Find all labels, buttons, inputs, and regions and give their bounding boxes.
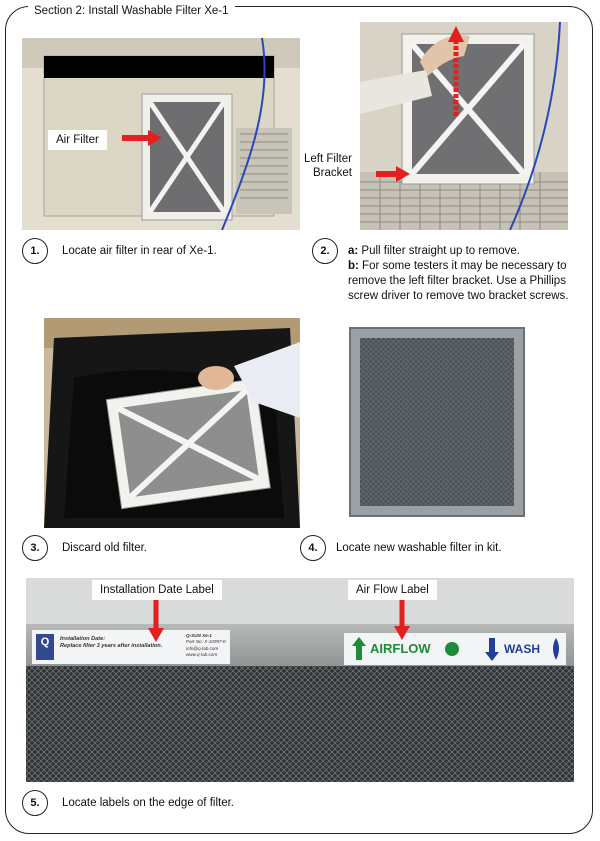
photo-labels-illustration: [26, 578, 574, 782]
page-frame: Section 2: Install Washable Filter Xe-1: [5, 5, 593, 834]
label-airflow: AIRFLOW: [370, 641, 431, 656]
label-replace-text: Replace filter 3 years after installatio…: [60, 643, 163, 649]
step-5-number: 5.: [22, 790, 48, 816]
step-1-number: 1.: [22, 238, 48, 264]
step-1-text: Locate air filter in rear of Xe-1.: [62, 245, 217, 257]
step-2-a-prefix: a:: [348, 245, 359, 257]
callout-left-filter-line2: Bracket: [312, 167, 352, 179]
photo-discard-filter: [44, 318, 300, 528]
step-5-text: Locate labels on the edge of filter.: [62, 797, 234, 809]
step-4-number: 4.: [300, 535, 326, 561]
installation-date-text: Installation Date: Replace filter 3 year…: [60, 636, 180, 650]
label-product: Q-SUN Xe-1: [186, 633, 212, 638]
photo-new-washable-filter: [346, 324, 528, 520]
photo-discard-illustration: [44, 318, 300, 528]
photo-filter-labels: Q Installation Date: Replace filter 3 ye…: [26, 578, 574, 782]
step-2-number: 2.: [312, 238, 338, 264]
callout-left-filter-line1: Left Filter: [304, 153, 352, 165]
step-2-b-text: For some testers it may be necessary to …: [348, 260, 569, 302]
section-title: Section 2: Install Washable Filter Xe-1: [28, 5, 235, 17]
step-4-text: Locate new washable filter in kit.: [336, 542, 502, 554]
photo-pull-filter-illustration: [360, 22, 568, 230]
step-3-number: 3.: [22, 535, 48, 561]
step-2-a-text: Pull filter straight up to remove.: [358, 245, 520, 257]
label-email: info@q-lab.com: [186, 645, 219, 651]
photo-air-filter-rear: Air Filter: [22, 38, 300, 230]
callout-air-filter: Air Filter: [48, 130, 107, 150]
label-website: www.q-lab.com: [186, 652, 218, 658]
photo-new-filter-illustration: [349, 327, 525, 517]
step-3-text: Discard old filter.: [62, 542, 148, 554]
label-part-no: Part No: X-10997-K: [186, 639, 227, 645]
logo-mark: Q: [40, 636, 50, 648]
label-installation-date: Installation Date:: [60, 636, 106, 642]
step-2-b-prefix: b:: [348, 260, 359, 272]
step-2-text: a: Pull filter straight up to remove. b:…: [348, 244, 578, 304]
photo-pull-filter: [360, 22, 568, 230]
callout-air-flow-label: Air Flow Label: [348, 580, 437, 600]
label-wash: WASH: [504, 642, 540, 656]
callout-left-filter-bracket: Left Filter Bracket: [300, 152, 356, 180]
product-info: Q-SUN Xe-1 Part No: X-10997-K info@q-lab…: [186, 633, 230, 659]
callout-installation-date-label: Installation Date Label: [92, 580, 222, 600]
